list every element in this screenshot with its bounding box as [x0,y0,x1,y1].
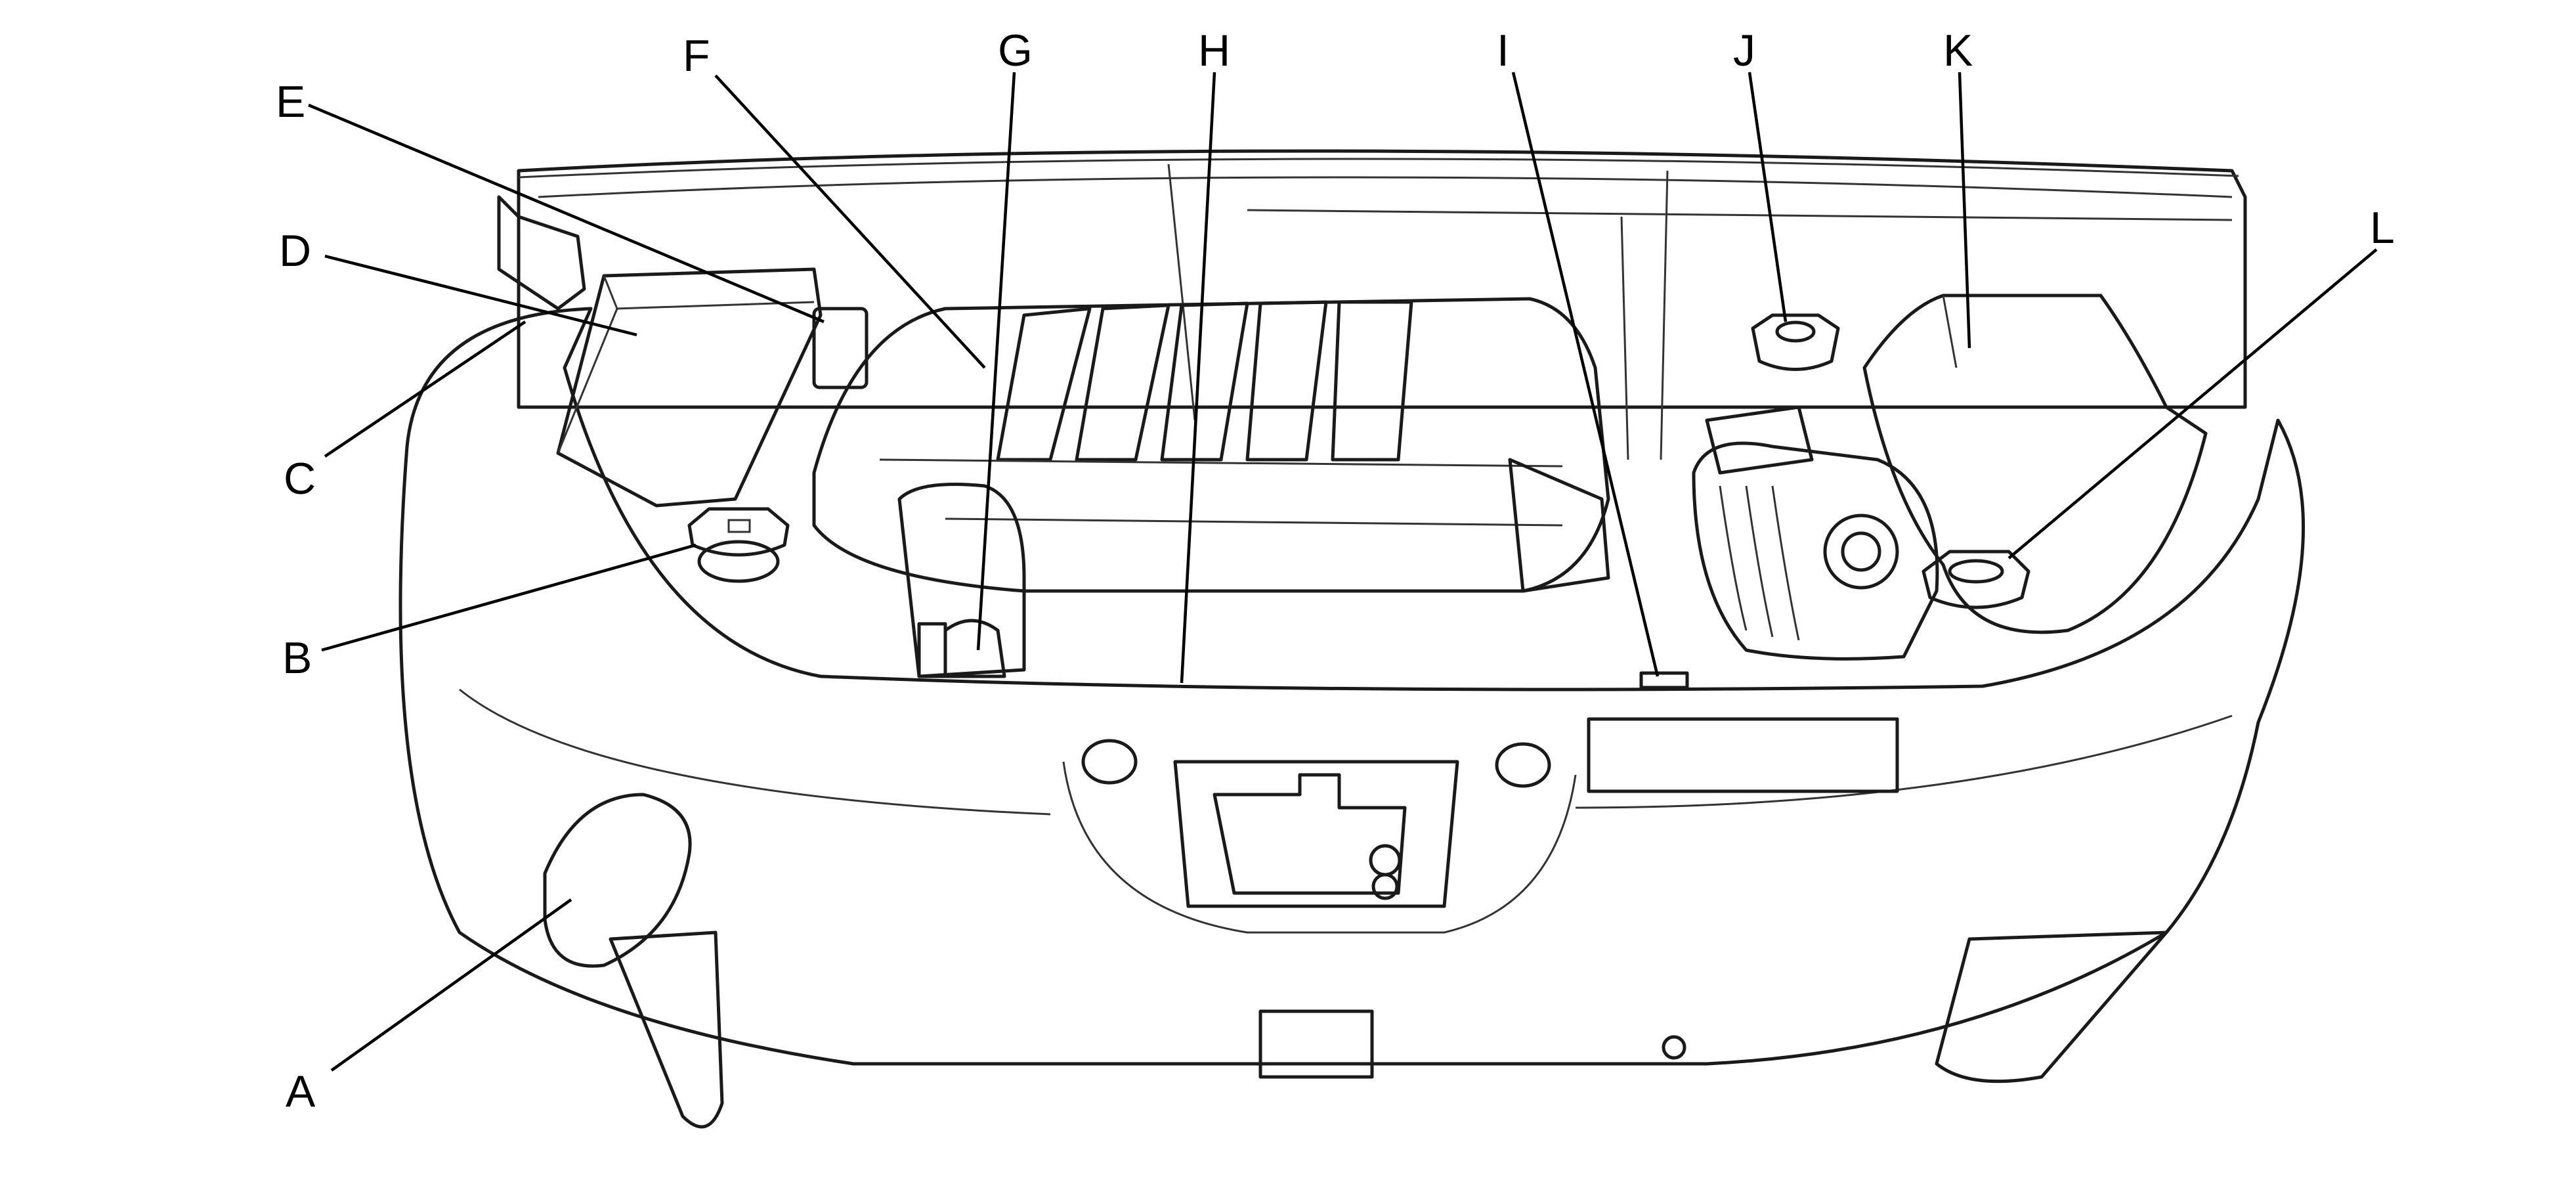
leader-f [714,74,986,369]
callout-i: I [1497,26,1509,76]
coolant-cap [687,507,790,583]
callout-b: B [282,633,312,683]
headlamp [543,793,692,968]
leader-a [330,898,572,1072]
callout-l: L [2370,203,2395,253]
oil-fill-area [897,483,1026,678]
left-bracket [497,195,586,311]
fuse-block [556,267,823,508]
leader-j [1748,72,1788,322]
callout-leaders [308,72,2378,1072]
engine-cover [812,297,1610,593]
callout-g: G [998,26,1033,76]
callout-j: J [1733,26,1755,76]
leader-g [976,72,1016,651]
fluid-cap [1921,550,2030,609]
leader-c [324,320,526,458]
relay [812,307,869,389]
front-fascia [398,307,2306,1129]
leader-e [308,103,825,324]
leader-h [1180,72,1216,684]
air-cleaner-housing [1862,294,2208,634]
leader-d [324,254,637,337]
callout-d: D [279,226,311,276]
callout-e: E [276,77,305,127]
callout-h: H [1198,26,1230,76]
brake-reservoir [1639,671,1689,690]
callout-a: A [286,1066,316,1116]
engine-bay [517,149,2247,460]
callout-labels: A B C D E F G H I J K L [276,26,2395,1116]
air-intake [1692,313,1939,661]
leader-k [1958,72,1971,349]
callout-c: C [284,454,316,504]
leader-l [2007,248,2378,559]
callout-f: F [683,31,710,81]
callout-k: K [1943,26,1973,76]
leader-i [1511,72,1660,677]
leader-b [321,543,697,652]
